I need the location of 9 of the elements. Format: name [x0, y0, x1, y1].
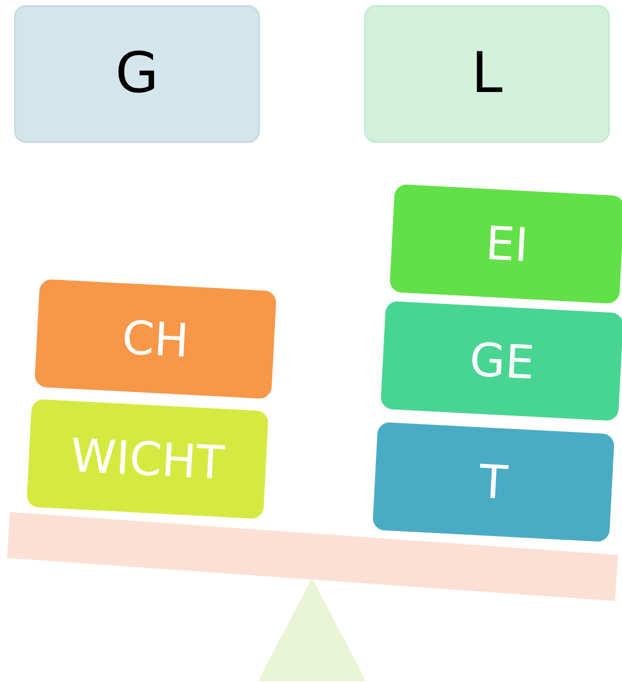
- syllable-text: G: [115, 46, 159, 102]
- syllable-text: L: [471, 46, 503, 102]
- syllable-text: T: [478, 458, 509, 506]
- word-block: [14, 5, 260, 143]
- syllable-text: EI: [484, 220, 530, 268]
- word-block: [364, 5, 610, 143]
- syllable-text: WICHT: [69, 432, 226, 486]
- syllable-text: GE: [468, 336, 536, 386]
- syllable-text: CH: [120, 314, 190, 364]
